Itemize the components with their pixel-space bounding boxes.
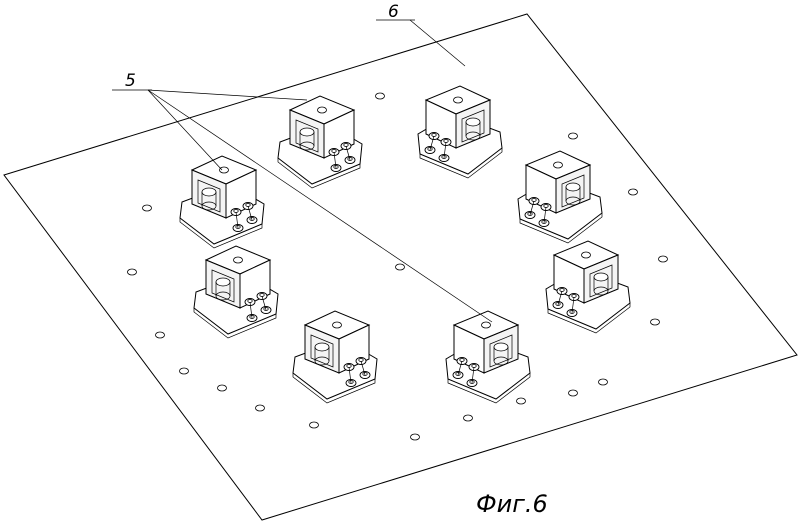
- mounting-hole: [463, 414, 473, 422]
- mounting-hole: [658, 255, 668, 263]
- callout-label-5: 5: [125, 71, 136, 91]
- support-unit: [292, 310, 378, 404]
- mounting-hole: [568, 389, 578, 397]
- mounting-hole: [395, 263, 405, 271]
- mounting-hole: [650, 318, 660, 326]
- support-unit: [277, 95, 363, 189]
- figure-caption: Фиг.6: [476, 490, 548, 518]
- mounting-hole: [127, 268, 137, 276]
- support-unit: [179, 155, 265, 249]
- plate-holes: [127, 92, 668, 441]
- support-unit: [417, 85, 503, 179]
- mounting-hole: [375, 92, 385, 100]
- mounting-hole: [179, 367, 189, 375]
- support-unit: [545, 240, 631, 334]
- mounting-hole: [155, 331, 165, 339]
- leader-lines: [112, 19, 493, 323]
- mounting-hole: [598, 378, 608, 386]
- mounting-hole: [628, 188, 638, 196]
- mounting-hole: [309, 421, 319, 429]
- mounting-hole: [410, 433, 420, 441]
- support-unit: [445, 310, 531, 404]
- mounting-hole: [255, 404, 265, 412]
- mounting-hole: [568, 132, 578, 140]
- support-unit: [517, 150, 603, 244]
- support-unit: [193, 245, 279, 339]
- mounting-hole: [142, 204, 152, 212]
- mounting-hole: [516, 397, 526, 405]
- callout-label-6: 6: [388, 2, 399, 22]
- mounting-hole: [217, 384, 227, 392]
- support-units: [179, 85, 631, 404]
